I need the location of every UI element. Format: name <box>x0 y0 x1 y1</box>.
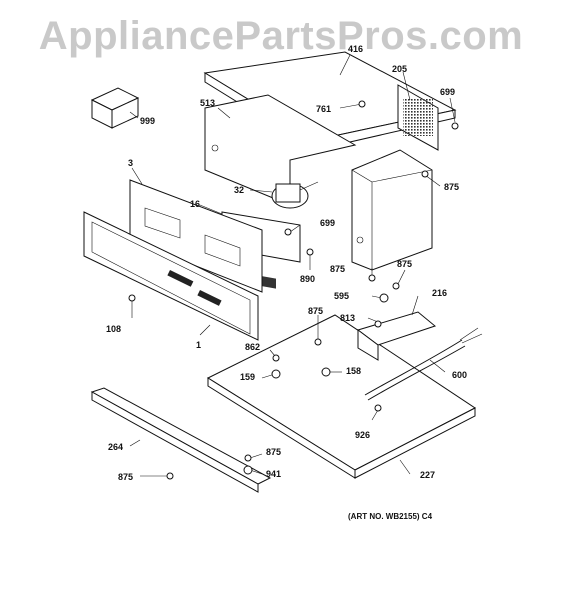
label-513: 513 <box>200 98 215 108</box>
label-875: 875 <box>397 259 412 269</box>
label-699: 699 <box>320 218 335 228</box>
control-panel-part[interactable] <box>83 211 259 341</box>
label-699: 699 <box>440 87 455 97</box>
label-416: 416 <box>348 44 363 54</box>
label-3: 3 <box>128 158 133 168</box>
label-761: 761 <box>316 104 331 114</box>
label-813: 813 <box>340 313 355 323</box>
label-108: 108 <box>106 324 121 334</box>
side-panel-part[interactable] <box>204 94 357 206</box>
fasteners <box>128 100 459 480</box>
label-941: 941 <box>266 469 281 479</box>
label-875: 875 <box>330 264 345 274</box>
label-32: 32 <box>234 185 244 195</box>
base-plate-part[interactable] <box>206 314 476 479</box>
label-999: 999 <box>140 116 155 126</box>
label-216: 216 <box>432 288 447 298</box>
label-875: 875 <box>444 182 459 192</box>
kit-box-part[interactable] <box>90 87 140 129</box>
label-1: 1 <box>196 340 201 350</box>
label-205: 205 <box>392 64 407 74</box>
terminal-bracket-part[interactable] <box>356 311 437 361</box>
label-862: 862 <box>245 342 260 352</box>
label-875: 875 <box>118 472 133 482</box>
watermark: AppliancePartsPros.com <box>38 14 524 58</box>
label-875: 875 <box>266 447 281 457</box>
label-227: 227 <box>420 470 435 480</box>
backsplash-part[interactable] <box>129 179 263 293</box>
front-trim-part[interactable] <box>90 387 272 493</box>
label-264: 264 <box>108 442 123 452</box>
fan-motor-part[interactable] <box>271 181 319 209</box>
label-16: 16 <box>190 199 200 209</box>
label-600: 600 <box>452 370 467 380</box>
label-890: 890 <box>300 274 315 284</box>
callout-labels: 416 205 699 761 513 999 3 32 875 16 699 … <box>106 44 467 482</box>
label-595: 595 <box>334 291 349 301</box>
label-158: 158 <box>346 366 361 376</box>
control-housing-part[interactable] <box>351 149 433 271</box>
wire-harness-part[interactable] <box>364 327 483 401</box>
label-875: 875 <box>308 306 323 316</box>
art-number: (ART NO. WB2155) C4 <box>348 512 433 521</box>
label-926: 926 <box>355 430 370 440</box>
vent-screen-part[interactable] <box>397 84 439 151</box>
leader-lines <box>129 54 456 477</box>
label-159: 159 <box>240 372 255 382</box>
